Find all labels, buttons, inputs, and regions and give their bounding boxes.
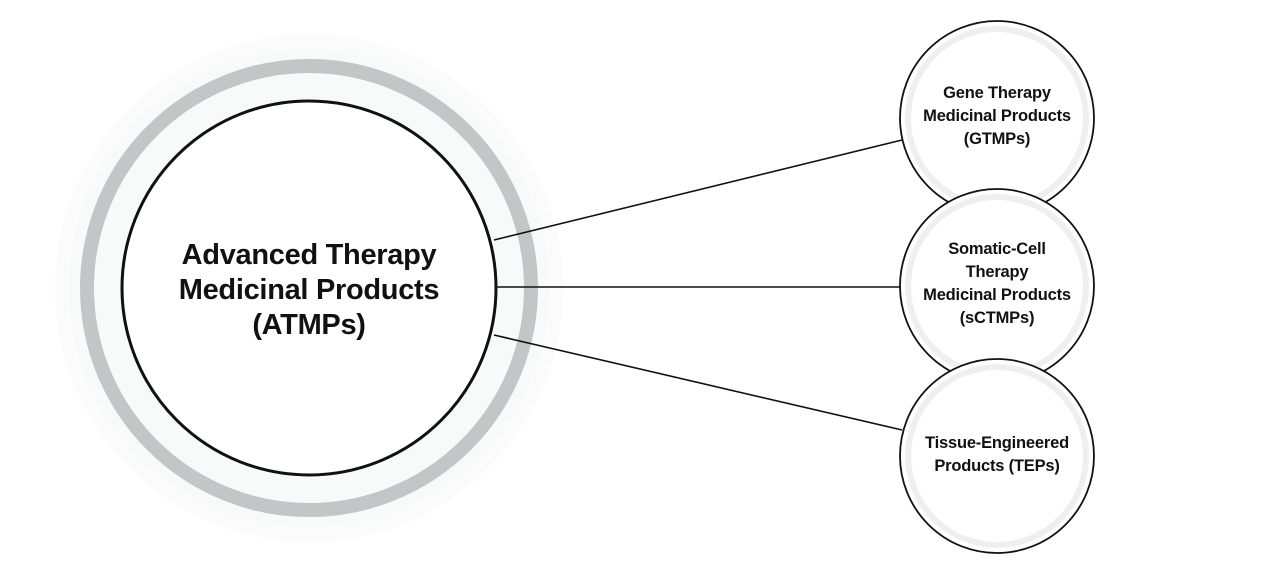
child-node-tep: [899, 358, 1095, 554]
sctmp-label-line: (sCTMPs): [959, 309, 1035, 327]
tep-label-line: Tissue-Engineered: [925, 434, 1069, 452]
tep-circle: [899, 358, 1095, 554]
central-circle: [120, 99, 498, 477]
gtmp-label-line: Medicinal Products: [923, 106, 1071, 125]
central-label-line: Medicinal Products: [178, 273, 440, 306]
gtmp-label: Gene Therapy Medicinal Products (GTMPs): [909, 51, 1085, 181]
sctmp-label-line: Medicinal Products: [923, 286, 1071, 304]
tep-label: Tissue-Engineered Products (TEPs): [909, 390, 1085, 520]
connector-gtmp: [493, 139, 903, 241]
tep-inner-ring: [905, 364, 1089, 548]
tep-label-line: Products (TEPs): [934, 457, 1060, 475]
sctmp-label: Somatic-Cell Therapy Medicinal Products …: [909, 219, 1085, 349]
gtmp-label-line: Gene Therapy: [943, 83, 1051, 102]
sctmp-label-line: Somatic-Cell: [948, 240, 1046, 258]
central-label-line: (ATMPs): [252, 308, 366, 341]
connectors: [493, 139, 903, 431]
central-node: [55, 34, 563, 542]
connector-tep: [493, 334, 903, 431]
central-label-line: Advanced Therapy: [181, 238, 437, 271]
gtmp-label-line: (GTMPs): [963, 129, 1031, 148]
central-node-label: Advanced Therapy Medicinal Products (ATM…: [139, 200, 479, 380]
sctmp-label-line: Therapy: [965, 263, 1029, 281]
